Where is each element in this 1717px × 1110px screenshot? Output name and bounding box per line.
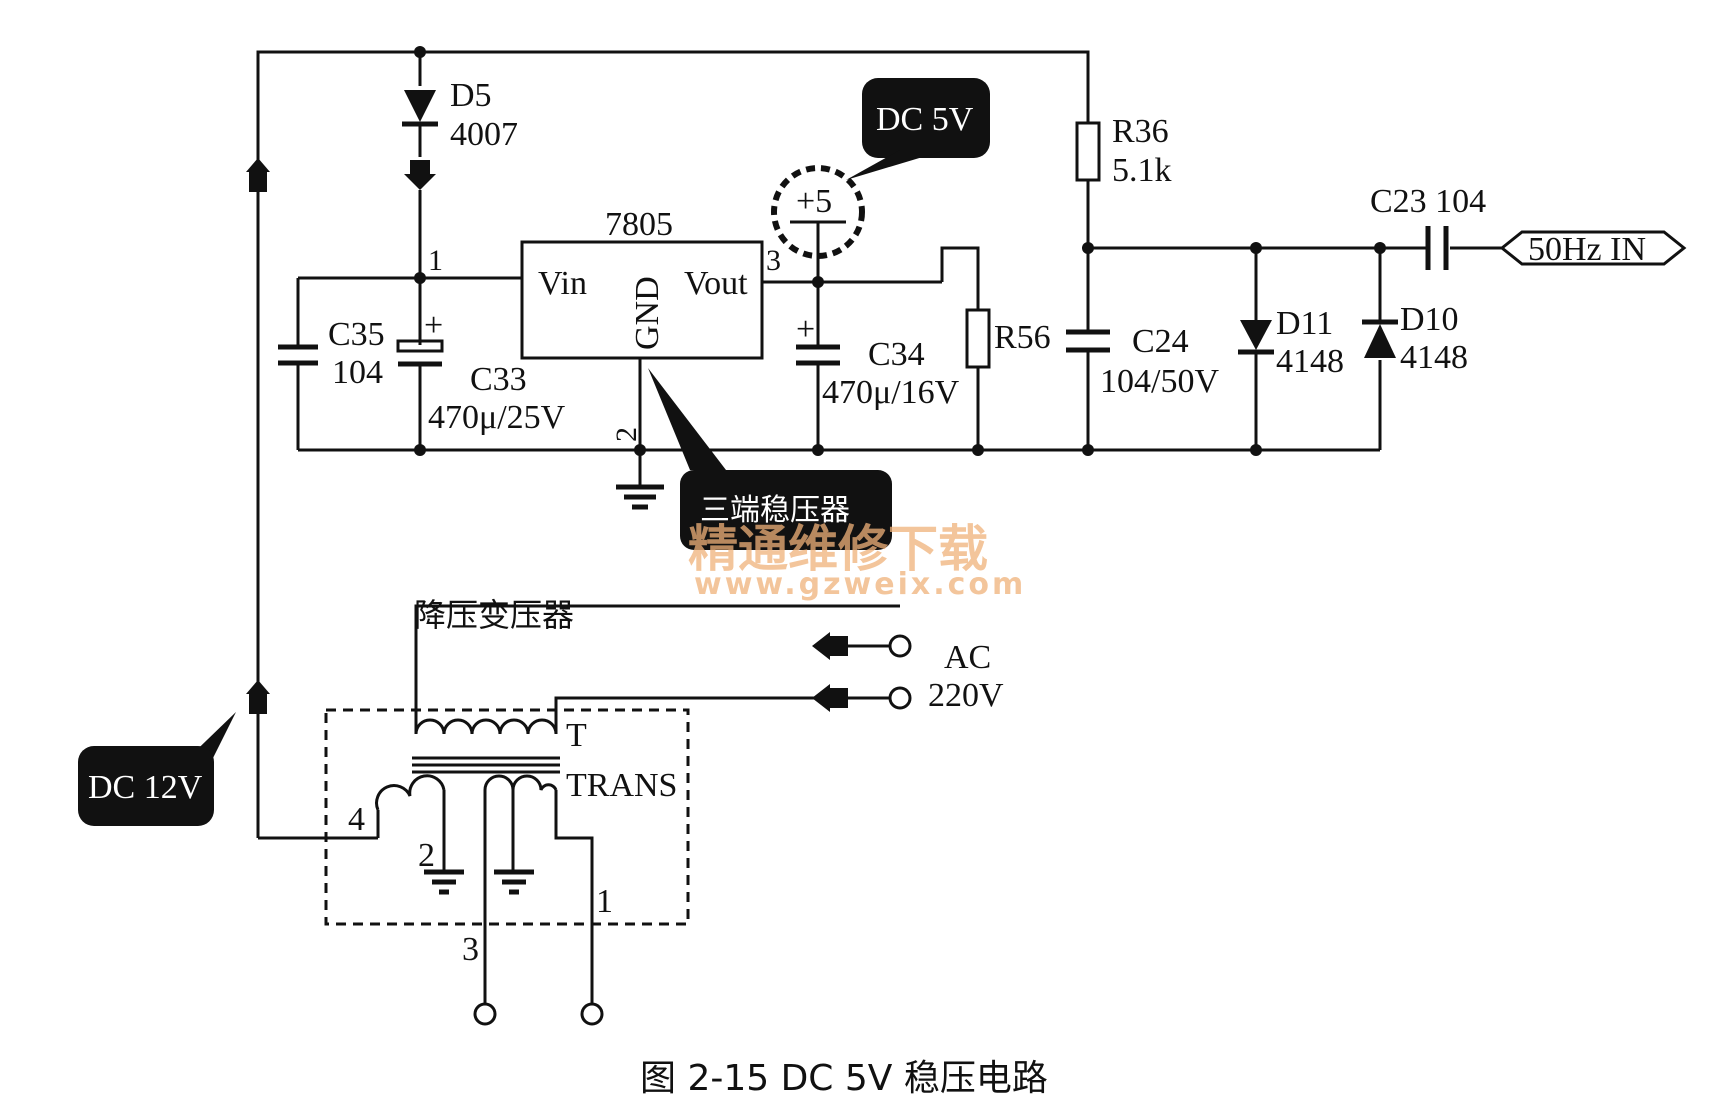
capacitor-c34: + C34 470μ/16V bbox=[796, 311, 960, 411]
regulator-pin-gnd: 2 bbox=[610, 427, 643, 442]
callout-dc5v: DC 5V bbox=[846, 78, 990, 180]
ground-symbol-regulator bbox=[616, 484, 664, 510]
watermark-cn: 精通维修下载 bbox=[688, 520, 988, 578]
r36-value: 5.1k bbox=[1112, 152, 1172, 189]
c34-plus: + bbox=[796, 311, 815, 348]
regulator-part: 7805 bbox=[605, 206, 673, 243]
r56-ref: R56 bbox=[994, 319, 1051, 356]
transformer-pin3: 3 bbox=[462, 931, 479, 968]
junction-dots bbox=[414, 46, 1386, 456]
d10-ref: D10 bbox=[1400, 301, 1459, 338]
callout-dc5v-text: DC 5V bbox=[876, 101, 974, 138]
input-50hz-connector: 50Hz IN bbox=[1499, 230, 1687, 268]
watermark: 精通维修下载 www.gzweix.com bbox=[688, 520, 1026, 602]
regulator-pin-in: 1 bbox=[428, 244, 443, 277]
c34-value: 470μ/16V bbox=[822, 374, 960, 411]
r36-ref: R36 bbox=[1112, 113, 1169, 150]
transformer-pin4: 4 bbox=[348, 801, 365, 838]
c24-ref: C24 bbox=[1132, 323, 1189, 360]
ac-label-line2: 220V bbox=[928, 677, 1004, 714]
regulator-pin-out: 3 bbox=[766, 244, 781, 277]
transformer-type: TRANS bbox=[566, 767, 677, 804]
capacitor-c33: + C33 470μ/25V bbox=[396, 307, 566, 436]
capacitor-c23: C23 104 bbox=[1370, 183, 1486, 270]
resistor-r36: R36 5.1k bbox=[1075, 113, 1172, 189]
transformer-pin1: 1 bbox=[596, 883, 613, 920]
regulator-vin: Vin bbox=[538, 265, 587, 302]
diode-d5: D5 4007 bbox=[402, 77, 518, 153]
d11-value: 4148 bbox=[1276, 343, 1344, 380]
transformer-pin2: 2 bbox=[418, 837, 435, 874]
regulator-7805: 7805 Vin Vout GND 1 3 2 bbox=[428, 206, 781, 442]
c34-ref: C34 bbox=[868, 336, 925, 373]
d5-value: 4007 bbox=[450, 116, 518, 153]
resistor-r56: R56 bbox=[965, 308, 1051, 369]
watermark-url: www.gzweix.com bbox=[694, 567, 1026, 602]
callout-regulator: 三端稳压器 bbox=[648, 368, 892, 550]
c24-value: 104/50V bbox=[1100, 363, 1219, 400]
d11-ref: D11 bbox=[1276, 305, 1333, 342]
plus5-marker: +5 bbox=[771, 165, 865, 259]
c33-value: 470μ/25V bbox=[428, 399, 566, 436]
diode-d10: D10 4148 bbox=[1362, 301, 1468, 376]
callout-dc12v: DC 12V bbox=[78, 712, 236, 826]
plus5-label: +5 bbox=[796, 183, 832, 220]
ac-input: AC 220V bbox=[812, 632, 1004, 714]
c33-plus: + bbox=[424, 307, 443, 344]
callout-dc12v-text: DC 12V bbox=[88, 769, 203, 806]
regulator-vout: Vout bbox=[684, 265, 748, 302]
diode-d11: D11 4148 bbox=[1238, 305, 1344, 380]
capacitor-c35: C35 104 bbox=[278, 316, 385, 391]
transformer-t: 降压变压器 T TRANS 4 2 1 3 bbox=[324, 596, 690, 1026]
callout-regulator-text: 三端稳压器 bbox=[700, 493, 850, 528]
d5-ref: D5 bbox=[450, 77, 492, 114]
ac-label-line1: AC bbox=[944, 639, 991, 676]
figure-caption: 图 2-15 DC 5V 稳压电路 bbox=[640, 1058, 1048, 1099]
flow-arrow-d5 bbox=[404, 160, 436, 190]
transformer-ref: T bbox=[566, 717, 587, 754]
d10-value: 4148 bbox=[1400, 339, 1468, 376]
c23-label: C23 104 bbox=[1370, 183, 1486, 220]
transformer-title: 降压变压器 bbox=[414, 596, 574, 634]
c35-value: 104 bbox=[332, 354, 383, 391]
c33-ref: C33 bbox=[470, 361, 527, 398]
regulator-gnd: GND bbox=[629, 276, 666, 350]
capacitor-c24: C24 104/50V bbox=[1066, 323, 1219, 400]
left-rail-arrows bbox=[246, 158, 270, 714]
input-50hz-label: 50Hz IN bbox=[1528, 231, 1646, 268]
c35-ref: C35 bbox=[328, 316, 385, 353]
